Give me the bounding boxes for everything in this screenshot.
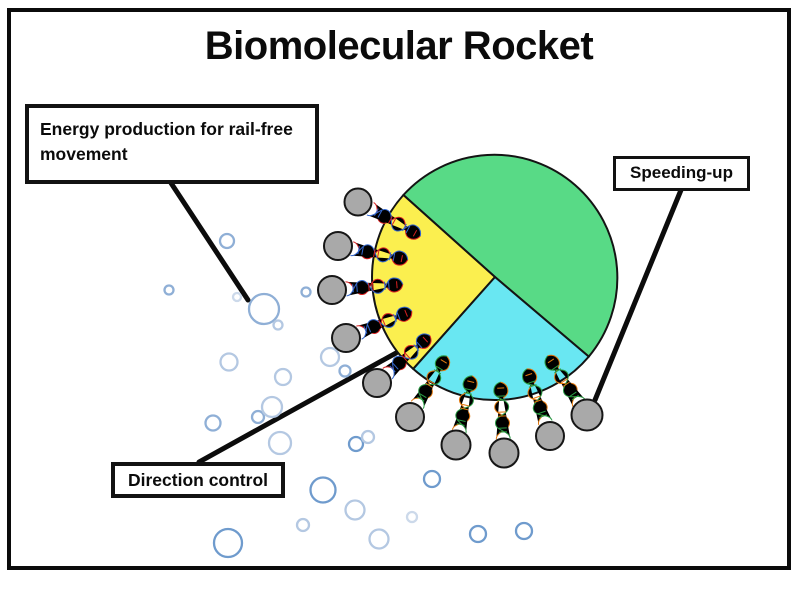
callout-direction-label: Direction control (127, 470, 268, 490)
bubble (212, 527, 244, 559)
bubble (250, 409, 266, 425)
bubble (272, 319, 284, 331)
callout-energy-label: Energy production for rail-free movement (40, 119, 293, 165)
gray-bead-microsphere (440, 429, 472, 461)
bubble (309, 476, 337, 504)
page-title: Biomolecular Rocket (204, 24, 594, 68)
bubble (204, 414, 222, 432)
gray-bead-microsphere (535, 421, 565, 451)
bubble-field (163, 232, 534, 559)
callout-line-speeding (592, 187, 684, 403)
bubble (514, 521, 534, 541)
rocket-body-pie (371, 153, 619, 402)
bubble (319, 346, 341, 368)
bubble (163, 284, 175, 296)
gray-bead-microsphere (317, 275, 347, 305)
gray-bead-microsphere (343, 187, 373, 217)
callout-speeding-label: Speeding-up (630, 163, 733, 182)
bubble (267, 430, 293, 456)
gray-bead-microsphere (323, 231, 353, 261)
bubble (260, 395, 284, 419)
dna-helix-orange-green-icon (493, 381, 511, 440)
gray-bead-microsphere (570, 398, 604, 432)
sector-speeding-green (402, 153, 619, 358)
gray-bead-microsphere (395, 402, 425, 432)
bubble (219, 352, 239, 372)
bubble (468, 524, 488, 544)
callout-line-direction (196, 350, 399, 465)
bubble (218, 232, 236, 250)
gray-bead-microsphere (362, 368, 392, 398)
gray-bead-microsphere (331, 323, 361, 353)
bubble (347, 435, 365, 453)
bubble (247, 292, 281, 326)
bead-ring (317, 187, 604, 469)
bubble (300, 286, 312, 298)
callout-direction-control: Direction control (111, 462, 285, 498)
bubble (273, 367, 293, 387)
bubble (231, 291, 243, 303)
callout-speeding-up: Speeding-up (613, 156, 750, 191)
bubble (368, 528, 390, 550)
bubble (360, 429, 376, 445)
bubble (338, 364, 352, 378)
bubble (344, 499, 366, 521)
bubble (405, 510, 419, 524)
bubble (295, 517, 311, 533)
callout-line-energy (168, 180, 251, 303)
bubble (422, 469, 442, 489)
callout-energy-production: Energy production for rail-free movement (25, 104, 319, 184)
gray-bead-microsphere (488, 437, 520, 469)
